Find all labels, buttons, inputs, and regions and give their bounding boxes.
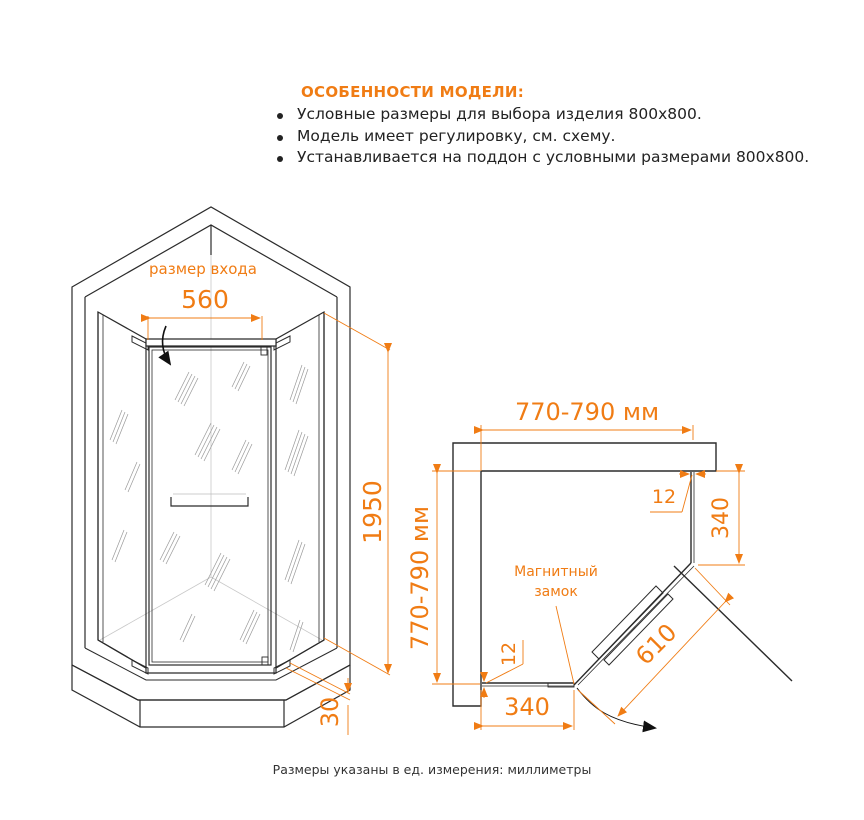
plan-top-width-value: 770-790 мм [515,398,659,426]
entrance-size-label: размер входа [149,260,257,278]
right-panel-value: 340 [709,497,734,539]
front-dimensions [141,312,392,735]
features-list: Условные размеры для выбора изделия 800х… [273,104,833,169]
bottom-adjust-value: 12 [498,642,520,666]
door-width-value: 610 [630,618,682,670]
plan-dimensions [432,425,745,730]
door-swing-arrow-plan [576,687,657,733]
height-value: 1950 [358,480,387,544]
right-adjust-value: 12 [652,486,676,508]
tray-height-value: 30 [316,697,344,728]
features-block: ОСОБЕННОСТИ МОДЕЛИ: Условные размеры для… [273,82,833,169]
bottom-panel-value: 340 [504,693,550,721]
magnetic-lock-label-line1: Магнитный [514,564,598,580]
magnetic-lock-label-line2: замок [534,584,578,600]
feature-item: Устанавливается на поддон с условными ра… [273,147,833,169]
door-swing-arrow-front [158,325,172,366]
entrance-width-value: 560 [181,285,229,314]
feature-item: Условные размеры для выбора изделия 800х… [273,104,833,126]
feature-item: Модель имеет регулировку, см. схему. [273,126,833,148]
features-title: ОСОБЕННОСТИ МОДЕЛИ: [301,83,525,101]
glass-hatch-marks [109,361,309,653]
units-footnote: Размеры указаны в ед. измерения: миллиме… [272,762,592,777]
plan-side-depth-value: 770-790 мм [406,506,434,650]
front-view [71,206,351,728]
